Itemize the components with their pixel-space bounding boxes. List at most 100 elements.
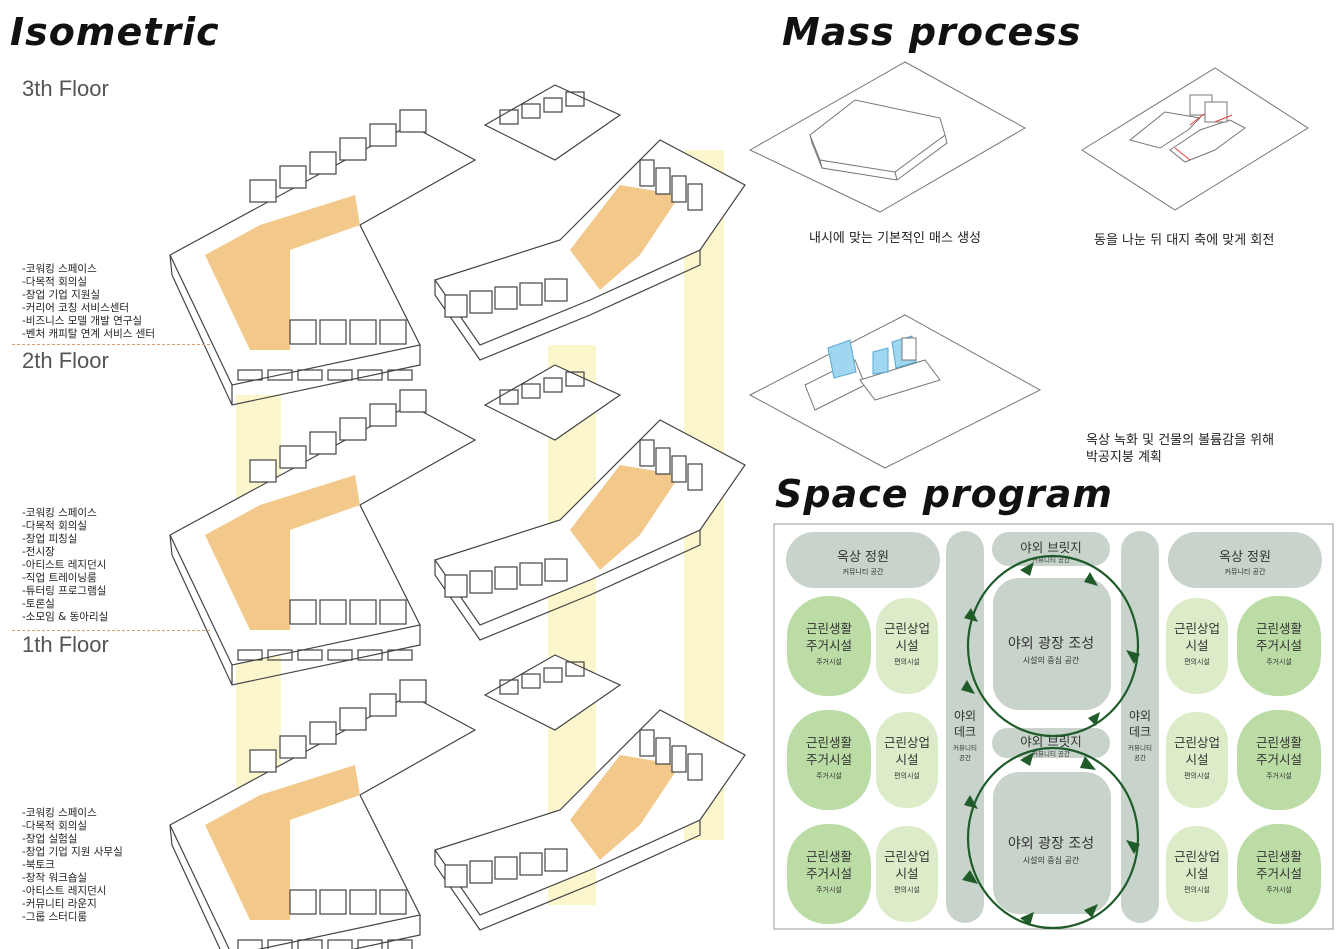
outdoor-bridge-middle — [992, 728, 1110, 758]
outdoor-deck-right — [1121, 531, 1159, 923]
outdoor-deck-sub2-left: 공간 — [959, 753, 971, 762]
living-residential-blob-left-1 — [787, 596, 871, 696]
facility-label-right-1: 시설 — [1185, 638, 1208, 653]
program-item: -소모임 & 동아리실 — [22, 611, 109, 623]
outdoor-deck-label1-right: 야외 — [1129, 709, 1151, 723]
floor-plate-3 — [169, 84, 746, 406]
program-item: -튜터링 프로그램실 — [22, 585, 107, 597]
residential-label-left-1: 주거시설 — [806, 638, 852, 653]
program-list-floor-2: -코워킹 스페이스-다목적 회의실-창업 피칭실-전시장-아티스트 레지던시-직… — [22, 507, 108, 624]
living-label-right-1: 근린생활 — [1256, 621, 1303, 636]
residential-sub-right-3: 주거시설 — [1266, 885, 1292, 894]
commercial-blob-left-1 — [876, 598, 938, 694]
program-item: -창작 워크숍실 — [22, 872, 88, 884]
residential-sub-right-2: 주거시설 — [1266, 771, 1292, 780]
mass-process-title: Mass process — [782, 10, 1082, 54]
outdoor-plaza-top — [993, 578, 1111, 710]
commercial-label-left-3: 근린상업 — [884, 849, 930, 864]
floor-plate-1 — [169, 654, 746, 949]
residential-label-left-3: 주거시설 — [806, 866, 852, 881]
program-item: -다목적 회의실 — [22, 820, 88, 832]
outdoor-bridge-sub-top: 커뮤니티 공간 — [1032, 555, 1070, 564]
floor-label-1: 1th Floor — [22, 632, 109, 657]
commercial-blob-right-2 — [1166, 712, 1228, 808]
convenience-sub-left-1: 편의시설 — [894, 657, 920, 666]
space-program-title: Space program — [775, 472, 1113, 516]
living-residential-blob-left-3 — [787, 824, 871, 924]
residential-label-right-2: 주거시설 — [1256, 752, 1302, 767]
residential-label-left-2: 주거시설 — [806, 752, 852, 767]
program-item: -창업 피칭실 — [22, 533, 78, 545]
rooftop-garden-right — [1168, 532, 1322, 588]
outdoor-deck-sub1-left: 커뮤니티 — [953, 743, 977, 752]
floor-divider-2-1 — [12, 630, 210, 631]
outdoor-bridge-label-middle: 야외 브릿지 — [1020, 734, 1081, 749]
convenience-sub-right-2: 편의시설 — [1184, 771, 1210, 780]
outdoor-bridge-sub-middle: 커뮤니티 공간 — [1032, 749, 1070, 758]
program-item: -코워킹 스페이스 — [22, 507, 97, 519]
rooftop-garden-left — [786, 532, 940, 588]
convenience-sub-left-2: 편의시설 — [894, 771, 920, 780]
living-residential-blob-right-1 — [1237, 596, 1321, 696]
circulation-loop-bottom — [966, 746, 1140, 930]
outdoor-bridge-top — [992, 532, 1110, 566]
commercial-label-left-2: 근린상업 — [884, 735, 930, 750]
floor-label-2: 2th Floor — [22, 348, 109, 373]
convenience-sub-left-3: 편의시설 — [894, 885, 920, 894]
living-label-left-1: 근린생활 — [806, 621, 853, 636]
program-item: -아티스트 레지던시 — [22, 559, 107, 571]
outdoor-plaza-label-bottom: 야외 광장 조성 — [1008, 836, 1094, 852]
program-item: -커리어 코칭 서비스센터 — [22, 302, 130, 314]
rooftop-garden-sub-left: 커뮤니티 공간 — [843, 567, 884, 576]
floor-divider-3-2 — [12, 344, 210, 345]
living-label-left-3: 근린생활 — [806, 849, 853, 864]
program-item: -다목적 회의실 — [22, 520, 88, 532]
outdoor-plaza-bottom — [993, 772, 1111, 914]
floor-label-3: 3th Floor — [22, 76, 109, 101]
mass-step-1-caption: 내시에 맞는 기본적인 매스 생성 — [809, 231, 982, 246]
commercial-label-right-3: 근린상업 — [1174, 849, 1220, 864]
program-item: -다목적 회의실 — [22, 276, 88, 288]
program-item: -아티스트 레지던시 — [22, 885, 107, 897]
facility-label-left-2: 시설 — [895, 752, 918, 767]
program-item: -북토크 — [22, 859, 55, 871]
residential-sub-left-2: 주거시설 — [816, 771, 842, 780]
facility-label-right-2: 시설 — [1185, 752, 1208, 767]
circulation-loops — [966, 554, 1140, 930]
convenience-sub-right-1: 편의시설 — [1184, 657, 1210, 666]
living-label-left-2: 근린생활 — [806, 735, 853, 750]
outdoor-plaza-sub-top: 시설의 중심 공간 — [1023, 655, 1080, 665]
living-label-right-3: 근린생활 — [1256, 849, 1303, 864]
outdoor-plaza-label-top: 야외 광장 조성 — [1008, 636, 1094, 652]
residential-label-right-3: 주거시설 — [1256, 866, 1302, 881]
facility-label-left-3: 시설 — [895, 866, 918, 881]
outdoor-bridge-label-top: 야외 브릿지 — [1020, 540, 1081, 555]
program-item: -코워킹 스페이스 — [22, 807, 97, 819]
rooftop-garden-label-right: 옥상 정원 — [1219, 550, 1271, 565]
outdoor-deck-label1-left: 야외 — [954, 709, 976, 723]
outdoor-deck-sub1-right: 커뮤니티 — [1128, 743, 1152, 752]
commercial-label-right-1: 근린상업 — [1174, 621, 1220, 636]
mass-step-2-caption: 동을 나눈 뒤 대지 축에 맞게 회전 — [1094, 233, 1275, 248]
commercial-label-left-1: 근린상업 — [884, 621, 930, 636]
outdoor-deck-label2-left: 데크 — [954, 725, 976, 739]
program-item: -벤처 캐피탈 연계 서비스 센터 — [22, 328, 156, 340]
living-label-right-2: 근린생활 — [1256, 735, 1303, 750]
living-residential-blob-right-2 — [1237, 710, 1321, 810]
living-residential-blob-left-2 — [787, 710, 871, 810]
program-list-floor-3: -코워킹 스페이스-다목적 회의실-창업 기업 지원실-커리어 코칭 서비스센터… — [22, 263, 155, 341]
mass-step-3-caption-line1: 옥상 녹화 및 건물의 볼륨감을 위해 — [1086, 433, 1275, 448]
program-item: -토론실 — [22, 598, 55, 610]
program-item: -비즈니스 모델 개발 연구실 — [22, 315, 143, 327]
program-item: -커뮤니티 라운지 — [22, 898, 97, 910]
convenience-sub-right-3: 편의시설 — [1184, 885, 1210, 894]
program-item: -코워킹 스페이스 — [22, 263, 97, 275]
program-item: -직업 트레이닝룸 — [22, 572, 97, 584]
residential-label-right-1: 주거시설 — [1256, 638, 1302, 653]
program-item: -그룹 스터디룸 — [22, 911, 88, 923]
commercial-blob-right-1 — [1166, 598, 1228, 694]
facility-label-right-3: 시설 — [1185, 866, 1208, 881]
rooftop-garden-label-left: 옥상 정원 — [837, 550, 889, 565]
outdoor-deck-left — [946, 531, 984, 923]
